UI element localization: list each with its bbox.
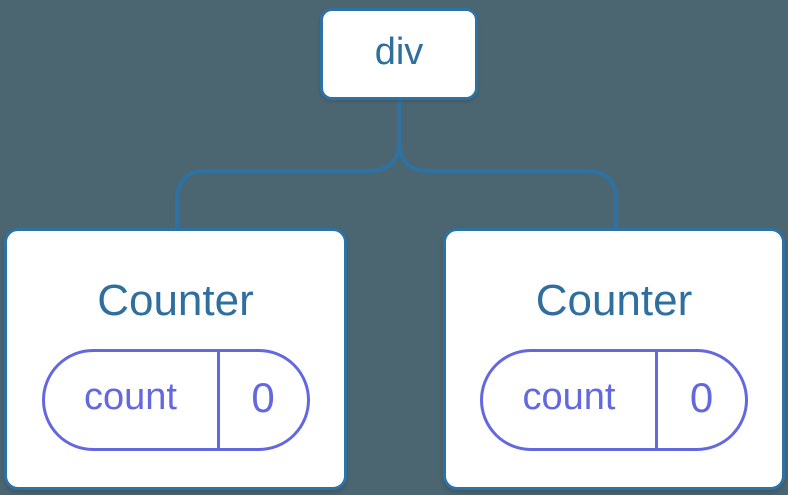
state-value-cell: 0 xyxy=(658,352,745,448)
connector-right-branch xyxy=(397,96,618,232)
state-value: 0 xyxy=(251,374,275,421)
connector-left-branch xyxy=(175,96,401,232)
counter-card-right: Counter count 0 xyxy=(443,228,785,490)
state-pill: count 0 xyxy=(41,349,310,451)
state-key-label: count xyxy=(84,376,177,418)
component-title: Counter xyxy=(97,276,254,325)
root-node-div: div xyxy=(320,8,478,100)
state-key-label: count xyxy=(522,376,616,418)
state-value: 0 xyxy=(689,374,714,421)
state-key-cell: count xyxy=(483,352,658,448)
state-pill: count 0 xyxy=(480,349,748,451)
counter-card-left: Counter count 0 xyxy=(4,228,347,490)
root-node-label: div xyxy=(374,31,424,73)
state-value-cell: 0 xyxy=(220,352,307,448)
state-key-cell: count xyxy=(45,352,220,448)
component-title: Counter xyxy=(535,276,693,325)
